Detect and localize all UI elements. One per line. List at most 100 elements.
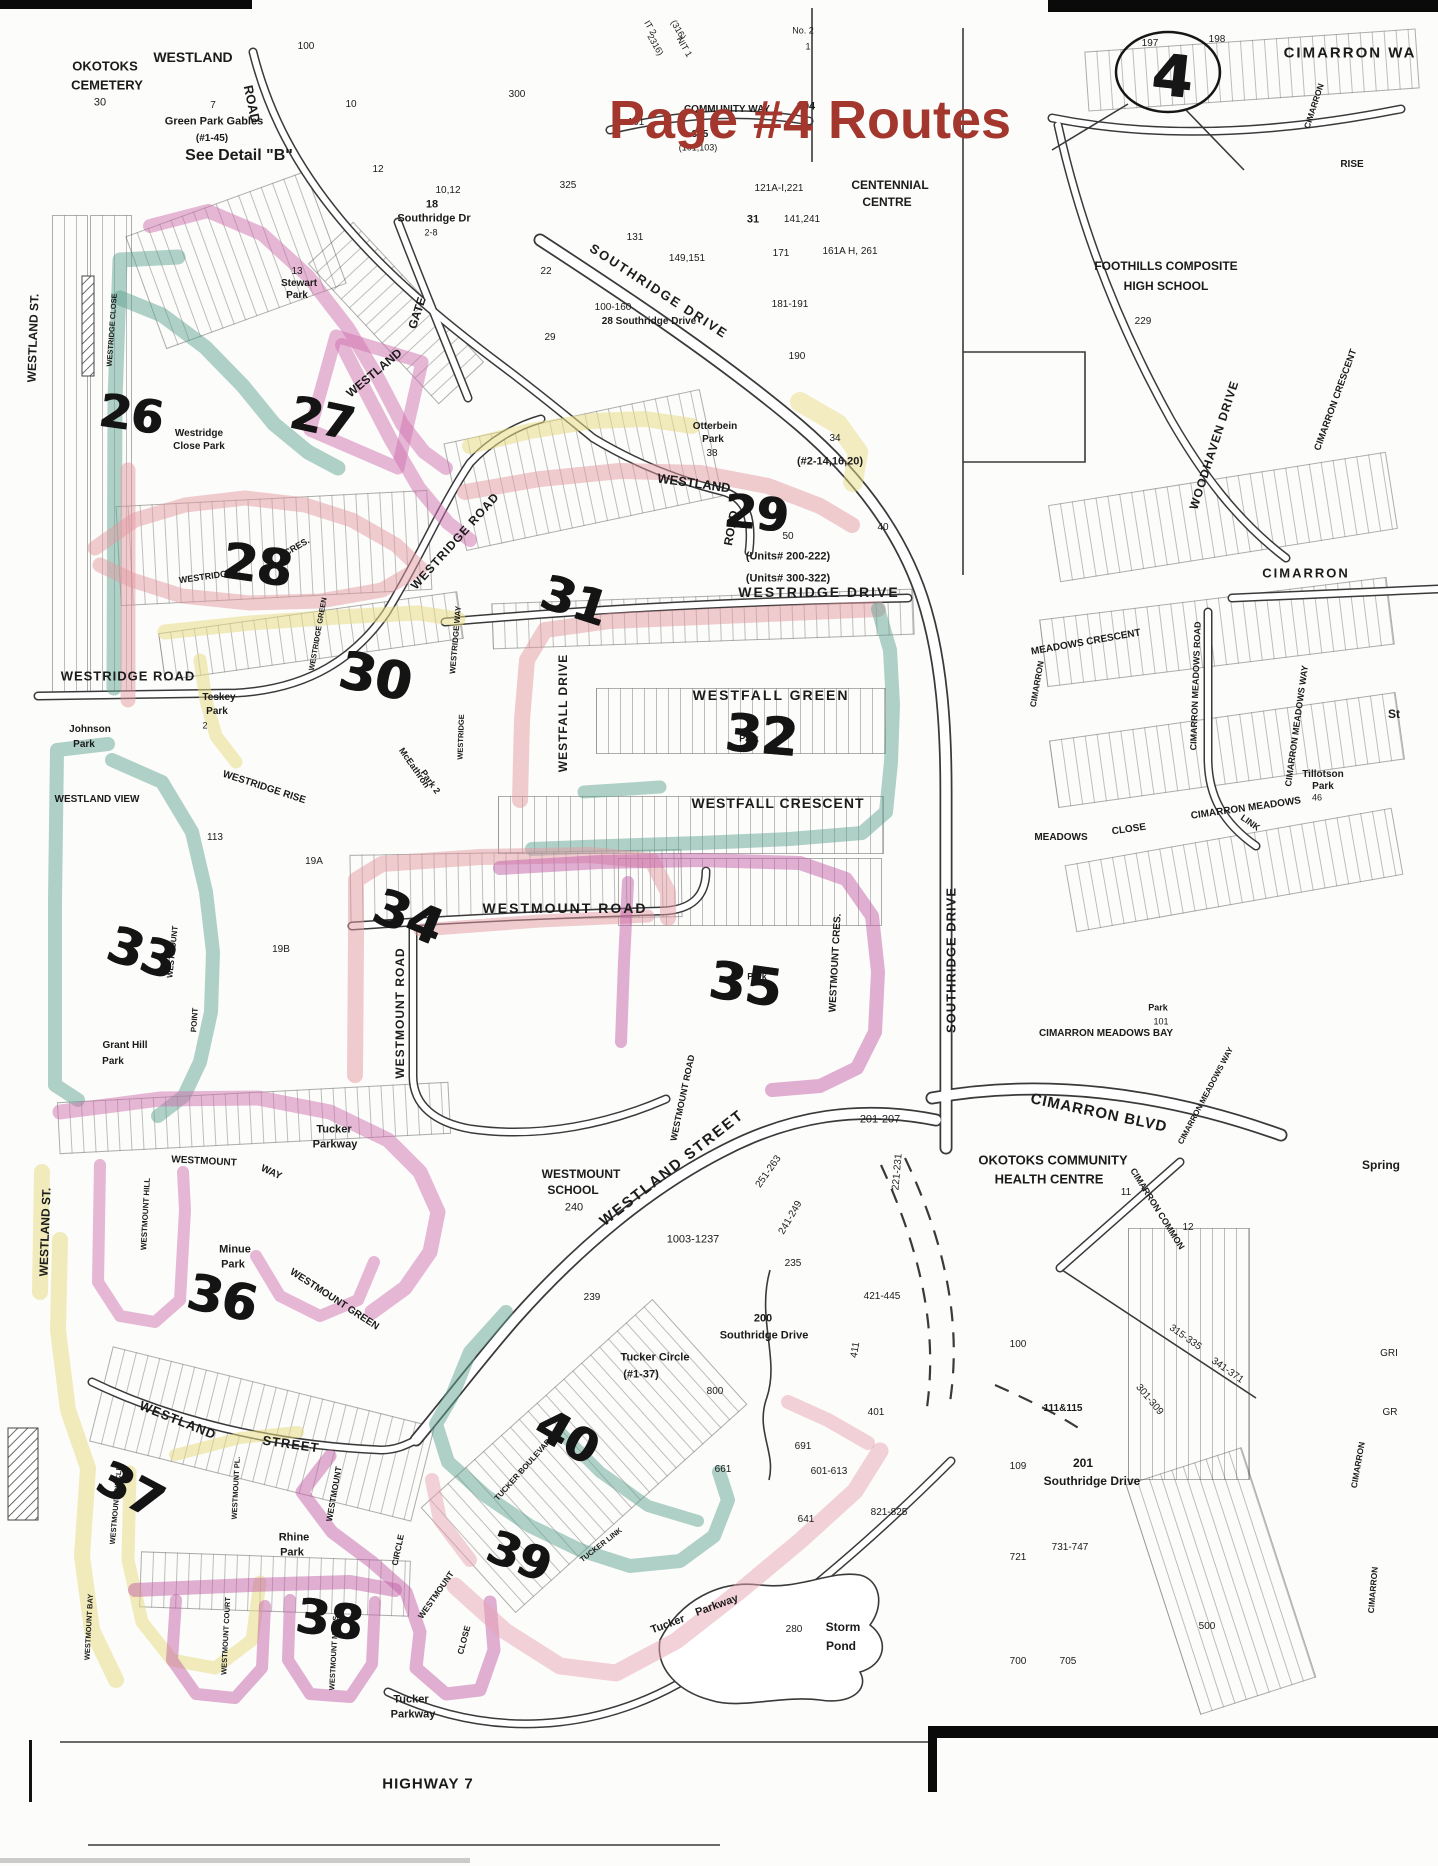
map-label: FOOTHILLS COMPOSITE [1094, 259, 1238, 273]
map-label: Pond [826, 1639, 856, 1653]
map-label: 2 [202, 720, 208, 731]
map-label: Storm [825, 1620, 861, 1634]
dashed-road [904, 1157, 955, 1403]
map-label: 198 [1208, 34, 1226, 45]
route-27-highlight [335, 338, 477, 547]
map-label: COMMUNITY WAY [683, 104, 771, 115]
map-label: CIMARRON WA [1283, 44, 1417, 62]
map-label: HIGHWAY 7 [382, 1775, 474, 1793]
map-label: 31 [746, 213, 760, 226]
map-label: 30 [93, 96, 107, 109]
map-label: Minue [219, 1243, 251, 1256]
map-label: 705 [1059, 1656, 1077, 1667]
map-label: WESTRIDGE DRIVE [738, 584, 900, 600]
map-label: Westridge [174, 428, 224, 439]
map-label: 300 [508, 89, 526, 100]
route-number-29: 29 [721, 483, 791, 543]
map-label: No. 2 [792, 25, 814, 36]
map-label: WESTFALL DRIVE [556, 653, 570, 773]
route-30-highlight [157, 605, 466, 640]
map-label: 181-191 [771, 299, 809, 310]
route-37-highlight [50, 1232, 124, 1688]
route-29-highlight [457, 463, 860, 533]
map-label: Close Park [173, 441, 225, 452]
page-number-handwritten: 4 [1148, 40, 1196, 112]
route-39-highlight [781, 1395, 875, 1450]
hatch-strip [81, 275, 95, 377]
route-number-26: 26 [95, 382, 167, 446]
map-label: Park [1312, 781, 1334, 792]
map-label: 201 [1072, 1456, 1094, 1470]
map-label: Tucker [393, 1693, 429, 1706]
route-40-highlight [429, 1305, 735, 1573]
map-label: 18 [425, 198, 439, 211]
route-number-32: 32 [722, 702, 800, 770]
map-label: 131 [626, 232, 644, 243]
map-label: 401 [867, 1407, 885, 1418]
route-36-highlight [250, 1250, 380, 1322]
map-label: 101 [627, 117, 645, 128]
map-label: St [1388, 707, 1400, 721]
map-label: WESTLAND [153, 49, 233, 65]
map-label: Johnson [69, 724, 111, 735]
map-label: WESTRIDGE [455, 714, 467, 760]
map-label: 240 [564, 1201, 584, 1214]
map-label: 731-747 [1051, 1542, 1089, 1553]
map-label: Southridge Drive [1043, 1474, 1141, 1488]
map-label: CENTENNIAL [851, 178, 929, 192]
map-label: 661 [714, 1464, 732, 1475]
map-label: CEMETERY [71, 77, 143, 93]
route-number-35: 35 [704, 950, 786, 1020]
page-number-circle [1114, 30, 1222, 114]
route-30-highlight [193, 653, 243, 769]
map-label: 100-160 [594, 302, 632, 313]
map-label: 29 [544, 332, 556, 343]
route-33-highlight [105, 753, 220, 1123]
map-label: Teskey [202, 692, 236, 703]
route-35-highlight [615, 876, 634, 1048]
map-label: 2-8 [424, 227, 438, 238]
map-label: POINT [189, 1007, 200, 1033]
route-36-highlight [52, 1090, 446, 1320]
scan-bar [0, 0, 252, 9]
route-39-highlight [446, 1442, 889, 1682]
map-label: (Units# 300-322) [745, 572, 831, 585]
route-38-highlight [128, 1575, 402, 1597]
map-label: WESTFALL CRESCENT [691, 795, 865, 811]
map-label: 7 [210, 100, 216, 111]
map-label: 22 [540, 266, 552, 277]
creek-line [762, 1269, 772, 1481]
map-label: CIMARRON MEADOWS BAY [1038, 1028, 1174, 1039]
map-label: 50 [782, 531, 794, 542]
map-label: CENTRE [862, 195, 912, 209]
map-label: HEALTH CENTRE [994, 1171, 1104, 1187]
map-label: (#1-45) [195, 133, 229, 144]
route-34-highlight [347, 847, 676, 1083]
route-33-highlight [48, 737, 115, 1107]
map-label: 121A-I,221 [754, 183, 804, 194]
map-label: Park [1148, 1002, 1168, 1013]
map-label: 141,241 [783, 214, 821, 225]
map-label: 200 [753, 1312, 773, 1325]
map-label: WESTLAND ST. [36, 1187, 54, 1277]
scan-bar [29, 1740, 32, 1802]
map-label: 113 [207, 832, 223, 843]
map-label: 46 [1311, 792, 1323, 803]
map-label: 500 [1198, 1621, 1216, 1632]
route-number-38: 38 [292, 1587, 366, 1653]
map-label: WESTMOUNT ROAD [482, 900, 648, 916]
map-label: GR [1382, 1407, 1398, 1418]
map-label: 40 [877, 522, 889, 533]
route-number-27: 27 [285, 384, 359, 452]
scan-bar [1048, 0, 1438, 12]
page-number-pointer-lines [1051, 103, 1245, 171]
map-label: Park [702, 434, 724, 445]
map-label: (101,103) [678, 142, 718, 153]
map-label: WESTFALL GREEN [692, 687, 850, 703]
map-label: Park [286, 290, 308, 301]
map-label: HIGH SCHOOL [1123, 279, 1209, 293]
map-label: Rhine [278, 1531, 310, 1544]
route-35-highlight [493, 853, 885, 1097]
map-label: 12 [372, 164, 384, 175]
